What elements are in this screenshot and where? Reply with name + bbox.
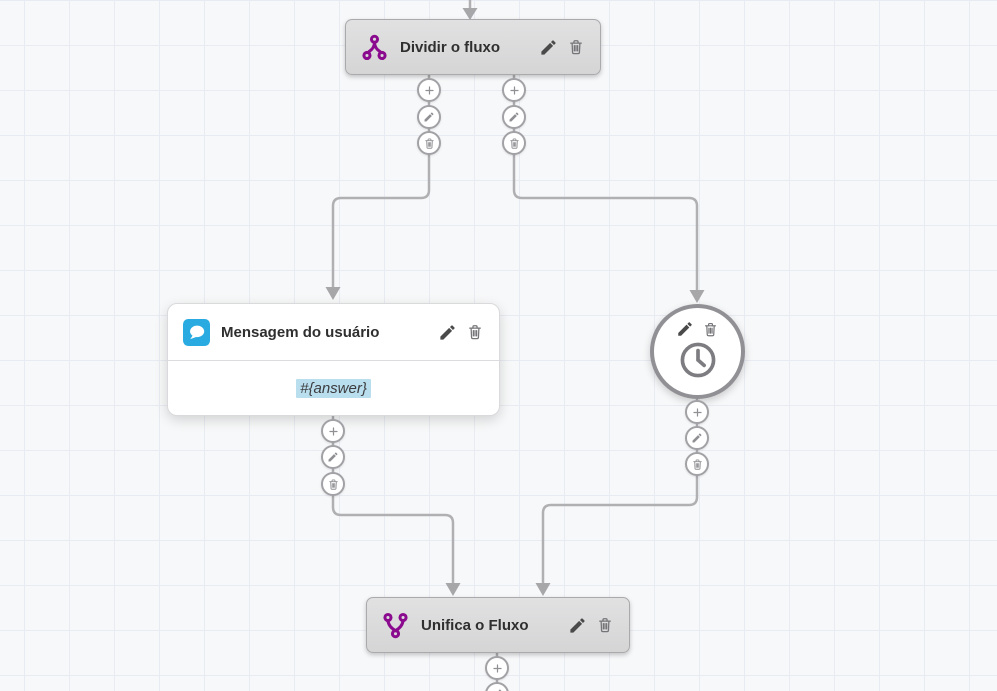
delete-node-button[interactable] [702, 321, 719, 338]
add-step-button[interactable] [685, 400, 709, 424]
edit-pencil-icon [438, 323, 457, 342]
edit-node-button[interactable] [676, 320, 694, 338]
arrowhead-icon [689, 290, 705, 303]
add-step-button[interactable] [321, 419, 345, 443]
delete-node-button[interactable] [567, 38, 585, 56]
connector-line [331, 410, 455, 584]
plus-icon [508, 84, 521, 97]
connector-line [541, 395, 699, 584]
edit-pencil-icon [508, 111, 520, 123]
delete-connection-button[interactable] [321, 472, 345, 496]
arrowhead-icon [325, 287, 341, 300]
plus-icon [327, 425, 340, 438]
edit-node-button[interactable] [568, 616, 587, 635]
split-flow-node[interactable]: Dividir o fluxo [345, 19, 601, 75]
connector-line [331, 63, 431, 288]
edit-connection-button[interactable] [685, 426, 709, 450]
delete-connection-button[interactable] [502, 131, 526, 155]
plus-icon [423, 84, 436, 97]
connector-line [512, 63, 699, 291]
arrowhead-icon [535, 583, 551, 596]
node-title: Unifica o Fluxo [421, 616, 529, 634]
edit-pencil-icon [568, 616, 587, 635]
add-step-button[interactable] [417, 78, 441, 102]
edit-pencil-icon [691, 432, 703, 444]
node-title: Dividir o fluxo [400, 38, 501, 56]
variable-chip[interactable]: #{answer} [296, 378, 371, 398]
edit-connection-button[interactable] [502, 105, 526, 129]
edit-pencil-icon [423, 111, 435, 123]
edit-pencil-icon [676, 320, 694, 338]
trash-icon [567, 38, 585, 56]
trash-icon [508, 137, 521, 150]
plus-icon [691, 406, 704, 419]
add-step-button[interactable] [485, 656, 509, 680]
edit-connection-button[interactable] [417, 105, 441, 129]
edit-connection-button[interactable] [321, 445, 345, 469]
arrowhead-icon [445, 583, 461, 596]
user-message-node[interactable]: Mensagem do usuário #{answer} [167, 303, 500, 416]
edit-node-button[interactable] [539, 38, 558, 57]
trash-icon [327, 478, 340, 491]
delete-connection-button[interactable] [685, 452, 709, 476]
delete-connection-button[interactable] [417, 131, 441, 155]
delete-node-button[interactable] [466, 323, 484, 341]
edit-pencil-icon [327, 451, 339, 463]
merge-flow-node[interactable]: Unifica o Fluxo [366, 597, 630, 653]
delete-node-button[interactable] [596, 616, 614, 634]
plus-icon [491, 662, 504, 675]
clock-icon [677, 339, 719, 381]
chat-bubble-icon [183, 318, 210, 346]
edit-pencil-icon [539, 38, 558, 57]
wait-timer-node[interactable] [650, 304, 745, 399]
merge-icon [382, 612, 409, 639]
trash-icon [596, 616, 614, 634]
trash-icon [702, 321, 719, 338]
split-icon [361, 34, 388, 61]
trash-icon [423, 137, 436, 150]
node-title: Mensagem do usuário [221, 323, 380, 341]
arrowhead-icon [462, 8, 478, 20]
add-step-button[interactable] [502, 78, 526, 102]
edit-node-button[interactable] [438, 323, 457, 342]
trash-icon [691, 458, 704, 471]
trash-icon [466, 323, 484, 341]
